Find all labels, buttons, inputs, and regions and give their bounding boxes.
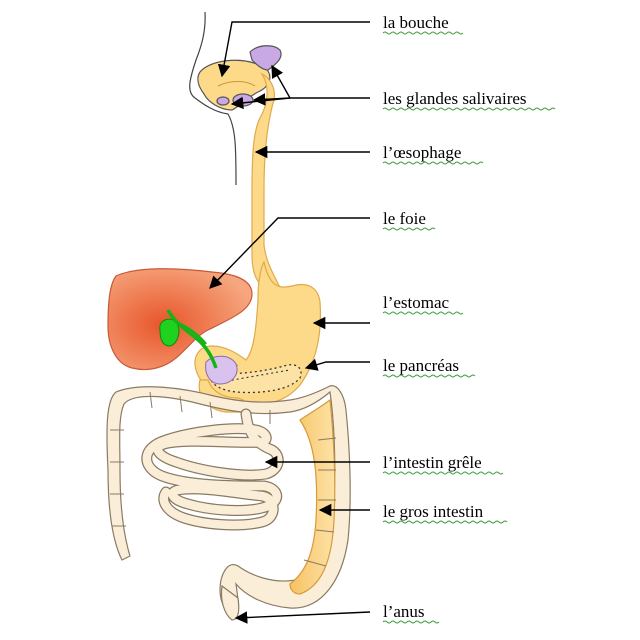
- pancreas: [209, 364, 302, 394]
- hepatic-duct: [175, 320, 207, 345]
- label-intestin-grele: l’intestin grêle: [383, 453, 482, 472]
- tongue: [217, 81, 256, 87]
- label-bouche: la bouche: [383, 13, 449, 32]
- pancreas-head: [205, 355, 238, 385]
- label-gros-intestin: le gros intestin: [383, 502, 484, 521]
- gallbladder: [159, 318, 180, 347]
- label-pancreas: le pancréas: [383, 356, 459, 375]
- label-oesophage: l’œsophage: [383, 143, 461, 162]
- head-profile: [189, 11, 237, 186]
- label-foie: le foie: [383, 209, 426, 228]
- leader-bouche: [217, 21, 370, 78]
- leader-pancreas: [304, 358, 370, 371]
- rectum: [220, 584, 240, 621]
- leader-anus: [234, 611, 371, 624]
- colon-haustra: [110, 391, 337, 567]
- label-glandes-salivaires: les glandes salivaires: [383, 89, 527, 108]
- label-estomac: l’estomac: [383, 293, 450, 312]
- leader-glandes-parotid: [271, 64, 291, 99]
- small-intestine-lumen: [142, 409, 283, 530]
- bile-duct: [166, 309, 218, 369]
- descending-colon: [289, 398, 336, 595]
- leader-foie: [209, 217, 370, 289]
- leader-glandes-sublingual: [230, 96, 291, 110]
- esophagus: [251, 72, 283, 293]
- salivary-gland-sublingual: [216, 96, 230, 106]
- salivary-gland-parotid: [249, 45, 282, 71]
- label-anus: l’anus: [383, 602, 425, 621]
- spellcheck-underlines: [382, 31, 556, 624]
